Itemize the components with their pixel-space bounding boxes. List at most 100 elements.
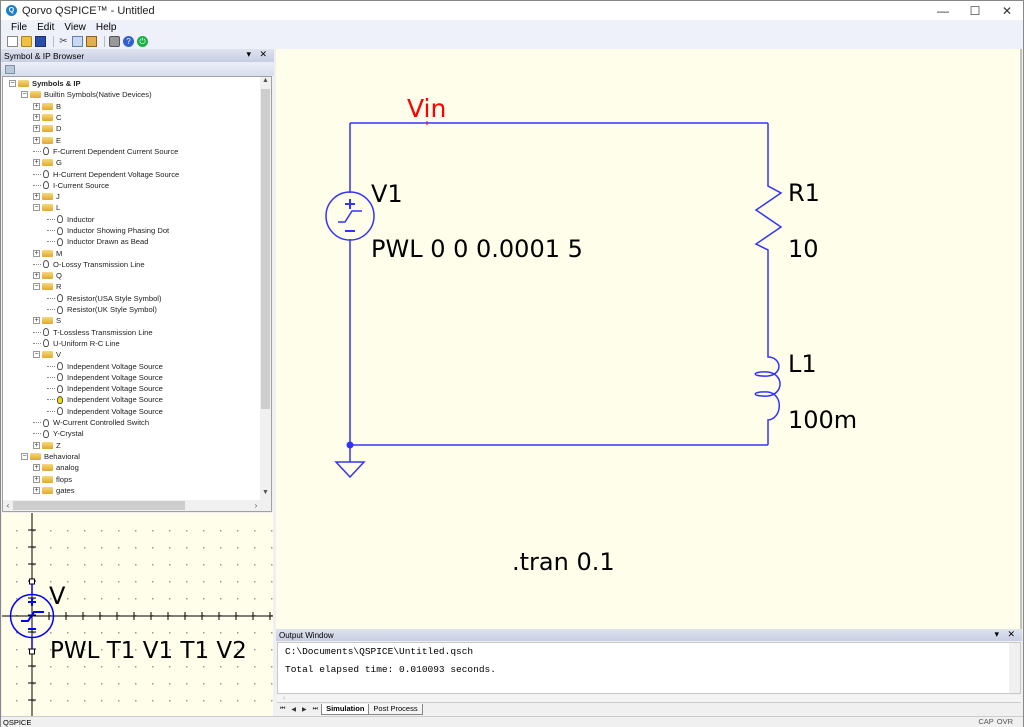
- schematic-canvas[interactable]: Vin V1 PWL 0 0 0.0001 5 R1 10 L1 100m .t…: [276, 49, 1022, 629]
- tree-item[interactable]: Resistor(USA Style Symbol): [3, 293, 261, 304]
- tree-folder[interactable]: +flops: [3, 473, 261, 484]
- tree-item[interactable]: O-Lossy Transmission Line: [3, 259, 261, 270]
- tree-folder[interactable]: +M: [3, 247, 261, 258]
- tree-item[interactable]: I-Current Source: [3, 180, 261, 191]
- tree-folder[interactable]: +S: [3, 315, 261, 326]
- tree-horizontal-scrollbar[interactable]: ‹ ›: [3, 500, 271, 511]
- tree-item[interactable]: W-Current Controlled Switch: [3, 417, 261, 428]
- tree-item[interactable]: Independent Voltage Source: [3, 406, 261, 417]
- menu-help[interactable]: Help: [95, 21, 117, 33]
- v1-value[interactable]: PWL 0 0 0.0001 5: [371, 235, 583, 263]
- menu-edit[interactable]: Edit: [37, 21, 55, 33]
- scroll-left-icon[interactable]: ‹: [6, 501, 10, 510]
- tree-folder[interactable]: +Q: [3, 270, 261, 281]
- output-vertical-scrollbar[interactable]: [1009, 643, 1020, 693]
- tab-next-icon[interactable]: ▶: [302, 706, 307, 713]
- minimize-button[interactable]: —: [937, 3, 949, 18]
- expand-icon[interactable]: +: [33, 125, 40, 133]
- expand-icon[interactable]: +: [33, 114, 40, 122]
- tree-folder[interactable]: −Builtin Symbols(Native Devices): [3, 89, 261, 100]
- spice-directive[interactable]: .tran 0.1: [512, 548, 615, 576]
- scroll-up-icon[interactable]: ▲: [262, 77, 269, 84]
- tree-folder[interactable]: +B: [3, 101, 261, 112]
- output-horizontal-scrollbar[interactable]: ‹: [277, 695, 1021, 703]
- collapse-icon[interactable]: −: [9, 80, 16, 88]
- l1-value[interactable]: 100m: [788, 406, 857, 434]
- tree-folder[interactable]: −Behavioral: [3, 451, 261, 462]
- tree-folder[interactable]: +G: [3, 157, 261, 168]
- new-icon[interactable]: [7, 36, 18, 47]
- voltage-source-v1[interactable]: [325, 191, 375, 241]
- tree-item[interactable]: Resistor(UK Style Symbol): [3, 304, 261, 315]
- l1-ref[interactable]: L1: [788, 350, 817, 378]
- tree-item[interactable]: Inductor: [3, 214, 261, 225]
- collapse-icon[interactable]: −: [33, 204, 40, 212]
- tree-folder[interactable]: +E: [3, 134, 261, 145]
- scroll-thumb[interactable]: [13, 501, 185, 510]
- collapse-icon[interactable]: −: [21, 91, 28, 99]
- tree-item[interactable]: Y-Crystal: [3, 428, 261, 439]
- tree-folder[interactable]: +D: [3, 123, 261, 134]
- power-icon[interactable]: ⏻: [137, 36, 148, 47]
- tree-folder[interactable]: +analog: [3, 462, 261, 473]
- tree-folder[interactable]: +gates: [3, 485, 261, 496]
- tab-first-icon[interactable]: ⏮: [280, 705, 286, 712]
- ground-symbol[interactable]: [334, 461, 366, 479]
- collapse-icon[interactable]: −: [33, 283, 40, 291]
- close-button[interactable]: ✕: [1001, 3, 1013, 18]
- expand-icon[interactable]: +: [33, 249, 40, 257]
- expand-icon[interactable]: +: [33, 464, 40, 472]
- menu-view[interactable]: View: [64, 21, 86, 33]
- tree-folder[interactable]: +C: [3, 112, 261, 123]
- maximize-button[interactable]: ☐: [969, 3, 981, 18]
- tab-post-process[interactable]: Post Process: [368, 703, 423, 715]
- expand-icon[interactable]: +: [33, 136, 40, 144]
- panel-controls[interactable]: ▾ ✕: [246, 49, 270, 59]
- tree-item[interactable]: Inductor Showing Phasing Dot: [3, 225, 261, 236]
- scroll-right-icon[interactable]: ›: [254, 501, 258, 510]
- tree-folder[interactable]: −Symbols & IP: [3, 78, 261, 89]
- expand-icon[interactable]: +: [33, 272, 40, 280]
- inductor-l1[interactable]: [754, 354, 781, 423]
- tab-simulation[interactable]: Simulation: [321, 703, 370, 715]
- r1-value[interactable]: 10: [788, 235, 819, 263]
- tree-item[interactable]: Inductor Drawn as Bead: [3, 236, 261, 247]
- save-icon[interactable]: [35, 36, 46, 47]
- tree-item[interactable]: Independent Voltage Source: [3, 383, 261, 394]
- print-icon[interactable]: [109, 36, 120, 47]
- tree-item[interactable]: Independent Voltage Source: [3, 372, 261, 383]
- expand-icon[interactable]: +: [33, 475, 40, 483]
- expand-icon[interactable]: +: [33, 102, 40, 110]
- resistor-r1[interactable]: [754, 180, 783, 254]
- help-icon[interactable]: ?: [123, 36, 134, 47]
- tree-folder[interactable]: −R: [3, 281, 261, 292]
- collapse-icon[interactable]: −: [21, 452, 28, 460]
- expand-icon[interactable]: +: [33, 193, 40, 201]
- open-icon[interactable]: [21, 36, 32, 47]
- tree-folder[interactable]: +J: [3, 191, 261, 202]
- tree-item[interactable]: H-Current Dependent Voltage Source: [3, 168, 261, 179]
- expand-icon[interactable]: +: [33, 317, 40, 325]
- tree-item[interactable]: Independent Voltage Source: [3, 360, 261, 371]
- net-label-vin[interactable]: Vin: [407, 94, 446, 123]
- scroll-down-icon[interactable]: ▼: [262, 489, 269, 496]
- collapse-icon[interactable]: −: [33, 351, 40, 359]
- tree-folder[interactable]: −V: [3, 349, 261, 360]
- copy-icon[interactable]: [72, 36, 83, 47]
- expand-icon[interactable]: +: [33, 486, 40, 494]
- tree-item[interactable]: Independent Voltage Source: [3, 394, 261, 405]
- tab-prev-icon[interactable]: ◀: [291, 706, 297, 713]
- cut-icon[interactable]: ✂: [59, 36, 68, 47]
- output-log[interactable]: C:\Documents\QSPICE\Untitled.qsch Total …: [277, 642, 1021, 694]
- output-panel-controls[interactable]: ▾ ✕: [994, 629, 1018, 639]
- tree-item[interactable]: U-Uniform R-C Line: [3, 338, 261, 349]
- expand-icon[interactable]: +: [33, 159, 40, 167]
- r1-ref[interactable]: R1: [788, 179, 820, 207]
- tree-folder[interactable]: −L: [3, 202, 261, 213]
- tree-item[interactable]: T-Lossless Transmission Line: [3, 327, 261, 338]
- menu-file[interactable]: File: [11, 21, 28, 33]
- tab-last-icon[interactable]: ⏭: [312, 705, 319, 712]
- tree-vertical-scrollbar[interactable]: ▲ ▼: [260, 77, 271, 500]
- v1-ref[interactable]: V1: [371, 180, 403, 208]
- tree-folder[interactable]: +Z: [3, 440, 261, 451]
